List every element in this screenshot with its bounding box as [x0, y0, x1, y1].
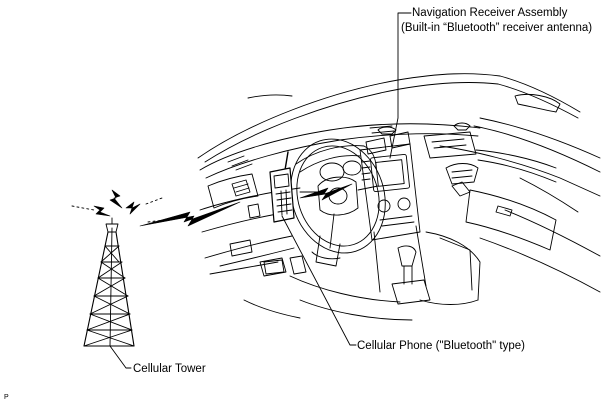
reference-code-label: P	[4, 394, 9, 401]
nav-receiver-sublabel: (Built-in “Bluetooth” receiver antenna)	[401, 22, 593, 34]
cellular-phone-label: Cellular Phone ("Bluetooth" type)	[357, 340, 525, 352]
leader-lines	[109, 12, 412, 369]
cellular-phone	[269, 151, 295, 223]
cellular-tower-label: Cellular Tower	[133, 363, 206, 375]
signal-dashes	[71, 197, 165, 223]
car-interior	[197, 73, 601, 321]
signal-bolts	[93, 183, 353, 227]
nav-receiver-label: Navigation Receiver Assembly	[412, 7, 568, 19]
cellular-tower	[83, 217, 135, 347]
